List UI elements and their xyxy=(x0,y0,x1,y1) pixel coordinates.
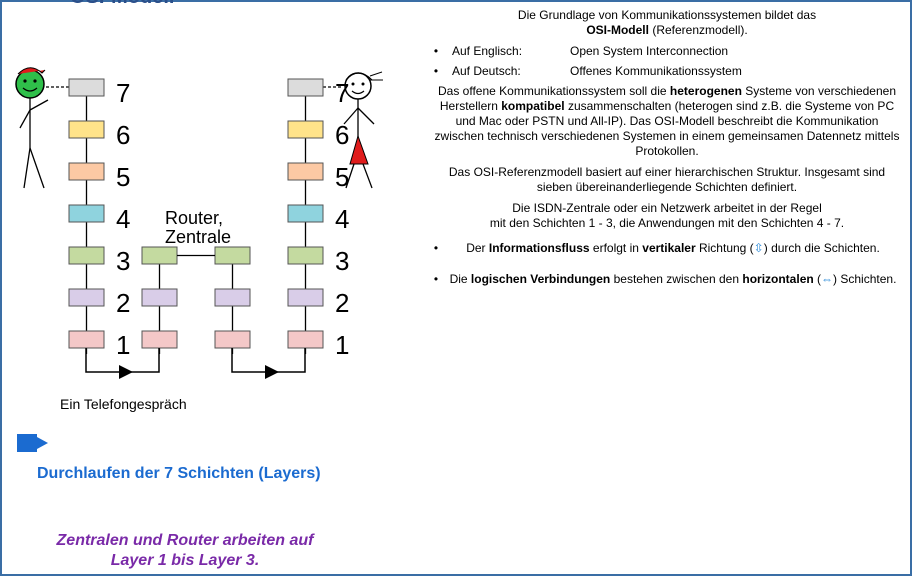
para1-text: zusammenschalten (heterogen sind z.B. di… xyxy=(434,99,900,158)
bullet-icon: • xyxy=(433,44,439,58)
paragraph-heterogeneous: Das offene Kommunikationssystem soll die… xyxy=(430,84,904,159)
bullet-icon: • xyxy=(433,64,439,78)
flow-text: erfolgt in xyxy=(589,241,643,255)
logical-connection-text: Die logischen Verbindungen bestehen zwis… xyxy=(442,272,904,287)
router-note: Zentralen und Router arbeiten auf Layer … xyxy=(20,531,350,571)
info-flow-item: • Der Informationsfluss erfolgt in verti… xyxy=(430,241,904,256)
intro-line1: Die Grundlage von Kommunikationssystemen… xyxy=(517,8,817,22)
right-layer-number-5: 5 xyxy=(335,162,349,192)
german-value: Offenes Kommunikationssystem xyxy=(570,64,742,78)
left-layer-3 xyxy=(68,246,105,265)
info-flow-text: Der Informationsfluss erfolgt in vertika… xyxy=(442,241,904,256)
right-layer-number-2: 2 xyxy=(335,288,349,318)
router-left-layer-2 xyxy=(141,288,178,307)
router-right-layer-1 xyxy=(214,330,251,349)
logical-connection-item: • Die logischen Verbindungen bestehen zw… xyxy=(430,272,904,287)
right-layer-3 xyxy=(287,246,324,265)
right-layer-7 xyxy=(287,78,324,97)
paragraph-isdn: Die ISDN-Zentrale oder ein Netzwerk arbe… xyxy=(430,201,904,231)
left-layer-number-1: 1 xyxy=(116,330,130,360)
router-left-layer-1 xyxy=(141,330,178,349)
diagram-caption: Ein Telefongespräch xyxy=(60,396,187,412)
flow-text: Der xyxy=(466,241,489,255)
left-layer-number-5: 5 xyxy=(116,162,130,192)
right-layer-number-1: 1 xyxy=(335,330,349,360)
isdn-line1: Die ISDN-Zentrale oder ein Netzwerk arbe… xyxy=(512,201,822,215)
description-panel: Die Grundlage von Kommunikationssystemen… xyxy=(430,8,904,287)
left-layer-number-4: 4 xyxy=(116,204,130,234)
flow-bold: logischen Verbindungen xyxy=(470,272,611,286)
left-layer-number-7: 7 xyxy=(116,78,130,108)
left-layer-4 xyxy=(68,204,105,223)
person-right xyxy=(343,71,383,189)
router-label-1: Router, xyxy=(165,208,223,228)
person-left xyxy=(15,67,49,189)
router-label-2: Zentrale xyxy=(165,227,231,247)
osi-diagram: 7 6 5 4 3 2 1 7 6 5 4 3 2 1 Router, Zentrale xyxy=(15,67,383,379)
para1-bold: heterogenen xyxy=(669,84,742,98)
horizontal-arrow-icon: ⇔ xyxy=(821,272,834,286)
german-row: • Auf Deutsch: Offenes Kommunikationssys… xyxy=(430,64,904,79)
layers-link[interactable]: Durchlaufen der 7 Schichten (Layers) xyxy=(37,465,321,482)
intro-bold: OSI-Modell xyxy=(586,23,649,37)
intro-rest: (Referenzmodell). xyxy=(648,23,748,37)
left-layer-number-6: 6 xyxy=(116,120,130,150)
bullet-icon: • xyxy=(433,241,439,255)
flow-text: ) durch die Schichten. xyxy=(763,241,880,255)
flow-bold: vertikaler xyxy=(642,241,696,255)
flow-text: Die xyxy=(449,272,471,286)
router-right-layer-3 xyxy=(214,246,251,265)
left-layer-number-3: 3 xyxy=(116,246,130,276)
router-left-layer-3 xyxy=(141,246,178,265)
page-title: OSI-Modell xyxy=(70,0,174,9)
person-left-head xyxy=(15,69,45,99)
person-left-cap xyxy=(17,67,46,75)
para1-bold: kompatibel xyxy=(501,99,565,113)
flow-text: ( xyxy=(813,272,822,286)
intro-text: Die Grundlage von Kommunikationssystemen… xyxy=(430,8,904,38)
flow-bold: Informationsfluss xyxy=(488,241,590,255)
english-value: Open System Interconnection xyxy=(570,44,729,58)
person-right-dress xyxy=(349,134,369,165)
right-layer-number-3: 3 xyxy=(335,246,349,276)
left-layer-2 xyxy=(68,288,105,307)
flow-text: Richtung ( xyxy=(695,241,754,255)
router-right-layer-2 xyxy=(214,288,251,307)
english-label: Auf Englisch: xyxy=(452,44,523,58)
left-layer-number-2: 2 xyxy=(116,288,130,318)
para1-text: Das offene Kommunikationssystem soll die xyxy=(438,84,670,98)
german-label: Auf Deutsch: xyxy=(452,64,521,78)
right-layer-number-4: 4 xyxy=(335,204,349,234)
para1-text: Systeme von verschiedenen Herstellern xyxy=(439,84,896,113)
right-layer-1 xyxy=(287,330,324,349)
flow-arrow-right xyxy=(265,365,279,379)
right-layer-number-7: 7 xyxy=(335,78,349,108)
flow-text: bestehen zwischen den xyxy=(610,272,743,286)
vertical-arrow-icon: ⇳ xyxy=(753,241,764,255)
next-arrow-icon[interactable] xyxy=(16,432,50,454)
right-layer-6 xyxy=(287,120,324,139)
router-note-line2: Layer 1 bis Layer 3. xyxy=(110,552,260,569)
left-layer-1 xyxy=(68,330,105,349)
flow-arrow-left xyxy=(119,365,133,379)
router-note-line1: Zentralen und Router arbeiten auf xyxy=(56,532,314,549)
right-layer-4 xyxy=(287,204,324,223)
left-layer-5 xyxy=(68,162,105,181)
left-layer-7 xyxy=(68,78,105,97)
isdn-line2: mit den Schichten 1 - 3, die Anwendungen… xyxy=(489,216,845,230)
right-layer-5 xyxy=(287,162,324,181)
bullet-icon: • xyxy=(433,272,439,286)
flow-text: ) Schichten. xyxy=(833,272,897,286)
paragraph-structure: Das OSI-Referenzmodell basiert auf einer… xyxy=(448,165,886,194)
flow-bold: horizontalen xyxy=(742,272,814,286)
right-layer-2 xyxy=(287,288,324,307)
left-layer-6 xyxy=(68,120,105,139)
right-layer-number-6: 6 xyxy=(335,120,349,150)
english-row: • Auf Englisch: Open System Interconnect… xyxy=(430,44,904,59)
